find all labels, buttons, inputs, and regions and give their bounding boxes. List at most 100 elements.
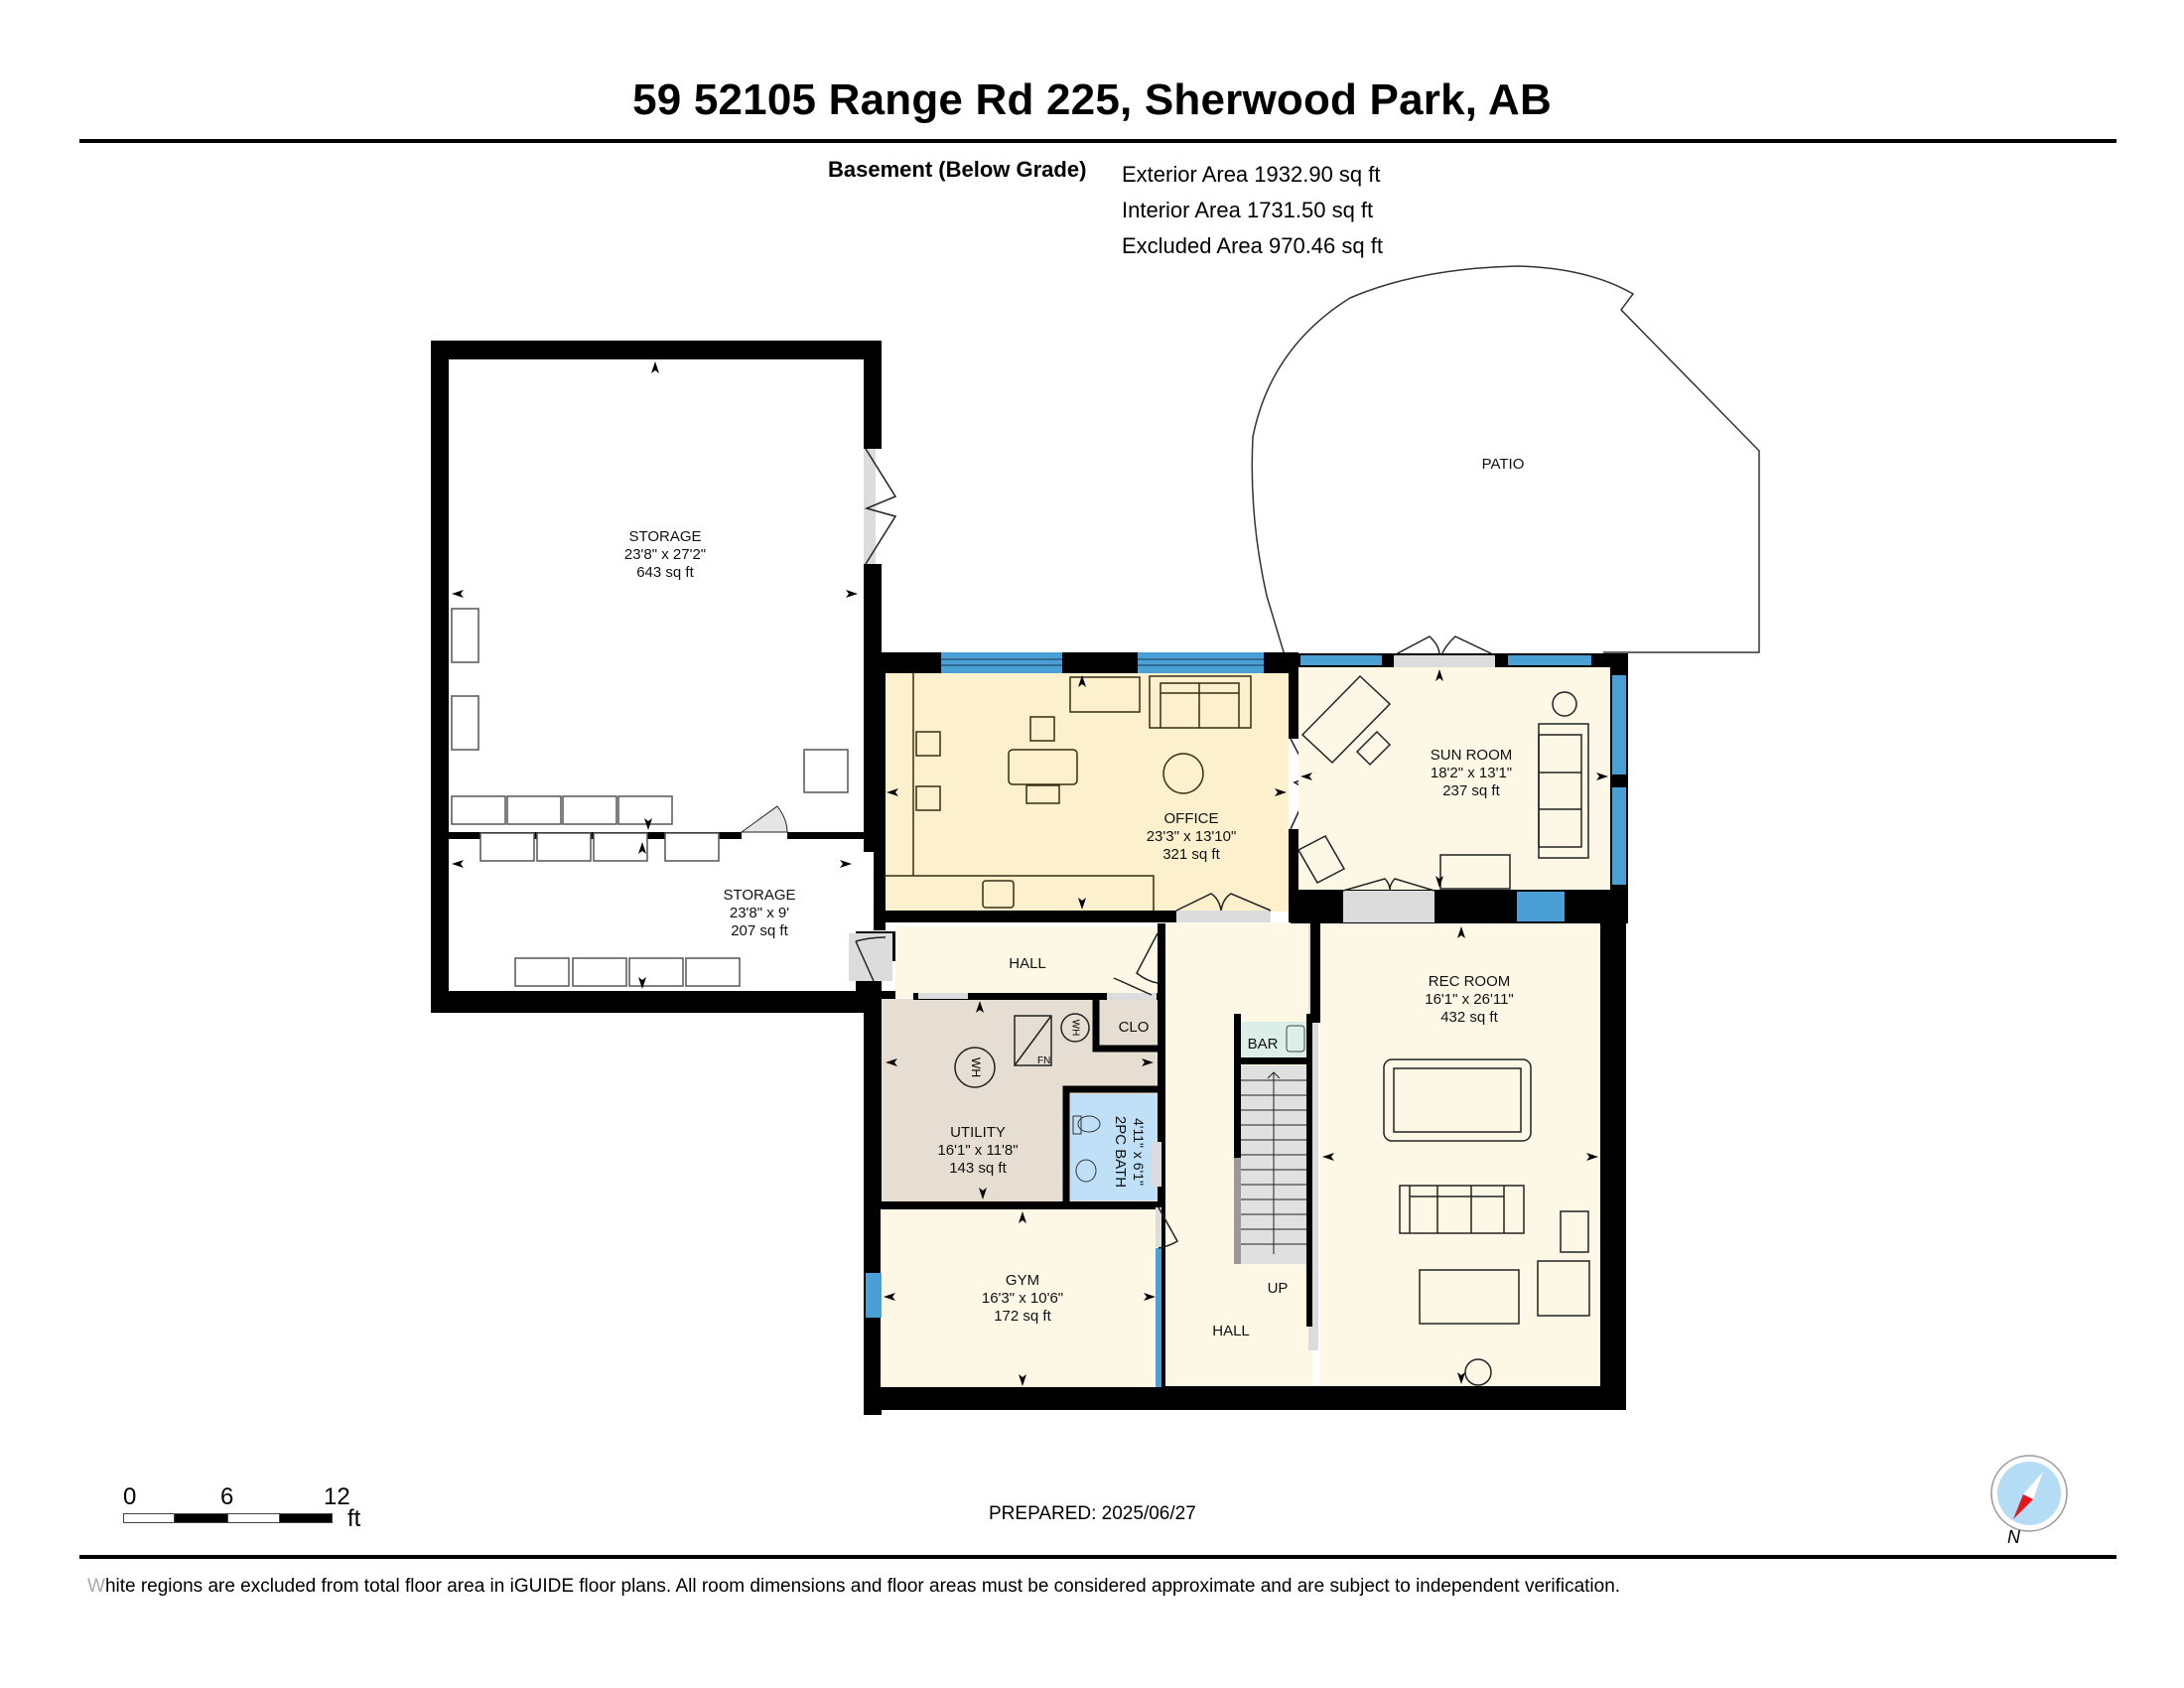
patio-door-swing <box>1393 635 1496 656</box>
gym-door[interactable] <box>1156 1207 1161 1247</box>
storage-main-name: STORAGE <box>628 528 701 545</box>
compass-north-label: N <box>2007 1527 2021 1547</box>
utility-dims: 16'1" x 11'8" <box>937 1142 1018 1159</box>
office-furniture <box>884 673 1252 911</box>
sunroom-window-right-1 <box>1612 675 1626 774</box>
scale-segment-1 <box>123 1513 175 1523</box>
patio-outline <box>1251 265 1760 656</box>
storage-small-area: 207 sq ft <box>731 922 788 939</box>
exterior-area: Exterior Area 1932.90 sq ft <box>1122 162 1381 187</box>
office-window-lines <box>941 658 1264 666</box>
office-hall-door-swing <box>1175 893 1272 912</box>
prepared-date: PREPARED: 2025/06/27 <box>989 1503 1196 1524</box>
rec-room-dims: 16'1" x 26'11" <box>1425 991 1514 1008</box>
utility-name: UTILITY <box>950 1124 1006 1141</box>
stair-wall-right <box>1306 1014 1316 1327</box>
bar-name: BAR <box>1248 1036 1279 1053</box>
storage-small-name: STORAGE <box>723 887 795 904</box>
storage-main-area: 643 sq ft <box>636 564 694 581</box>
sunroom-floor <box>1298 667 1610 891</box>
storage-main-floor <box>449 359 864 833</box>
storage-shelves <box>451 608 849 987</box>
patio-door[interactable] <box>1394 655 1495 667</box>
rec-room-floor <box>1320 923 1600 1386</box>
bar-wall-bottom <box>1234 1057 1313 1064</box>
sunroom-rec-door-swing <box>1342 878 1435 892</box>
office-wall-right-2 <box>1289 829 1298 922</box>
office-floor <box>884 673 1289 912</box>
scale-tick-6: 6 <box>220 1483 234 1510</box>
bar-sink <box>1286 1025 1305 1053</box>
rec-wall-right <box>1600 894 1626 1410</box>
scale-tick-12: 12 <box>324 1483 350 1510</box>
utility-wall-bottom <box>864 1201 1166 1209</box>
hall-upper-floor <box>895 926 1163 998</box>
furnace-label: FN <box>1037 1055 1050 1066</box>
bath-name: 2PC BATH <box>1112 1116 1129 1188</box>
scale-segment-3 <box>227 1513 280 1523</box>
gym-area: 172 sq ft <box>994 1308 1051 1325</box>
scale-unit: ft <box>347 1505 361 1532</box>
gym-floor <box>881 1209 1159 1390</box>
stair-rail <box>1234 1158 1241 1264</box>
bath-door[interactable] <box>1152 1142 1161 1187</box>
stair-treads <box>1241 1071 1306 1254</box>
utility-area: 143 sq ft <box>949 1160 1007 1177</box>
sunroom-window-top-1 <box>1300 655 1382 665</box>
office-window-2 <box>1138 652 1264 673</box>
page-title: 59 52105 Range Rd 225, Sherwood Park, AB <box>632 75 1552 124</box>
sunroom-dims: 18'2" x 13'1" <box>1431 765 1512 781</box>
disclaimer-text: hite regions are excluded from total flo… <box>104 1576 1621 1597</box>
clo-door-swing <box>1113 932 1159 996</box>
bath-fixtures <box>1072 1115 1101 1183</box>
sunroom-window-right-2 <box>1612 787 1626 885</box>
storage-small-dims: 23'8" x 9' <box>730 905 789 921</box>
office-wall-bottom <box>874 911 1191 922</box>
header-divider <box>79 139 2116 143</box>
sunroom-area: 237 sq ft <box>1442 782 1500 799</box>
office-name: OFFICE <box>1164 810 1219 827</box>
footer-divider <box>79 1555 2116 1559</box>
scale-bar: 0 6 12 ft <box>123 1483 381 1543</box>
room-labels: STORAGE 23'8" x 27'2" 643 sq ft STORAGE … <box>624 456 1525 1339</box>
disclaimer-first-letter: W <box>87 1576 105 1597</box>
sunroom-rec-door[interactable] <box>1343 891 1434 922</box>
office-area: 321 sq ft <box>1162 846 1220 863</box>
hall-lower-name: HALL <box>1212 1323 1250 1339</box>
sunroom-wall-bottom <box>1291 890 1628 923</box>
compass-icon: N <box>1990 1455 2068 1547</box>
gym-window-right <box>1156 1248 1161 1387</box>
disclaimer: White regions are excluded from total fl… <box>87 1576 1620 1598</box>
sunroom-name: SUN ROOM <box>1431 747 1513 764</box>
excluded-area: Excluded Area 970.46 sq ft <box>1122 233 1383 258</box>
office-window-1 <box>941 652 1062 673</box>
stairs-up-label: UP <box>1268 1280 1289 1297</box>
rec-room-name: REC ROOM <box>1429 973 1511 990</box>
scale-segment-4 <box>279 1513 333 1523</box>
storage-divider-wall-2 <box>787 832 865 839</box>
storage-divider-door[interactable] <box>740 805 788 833</box>
office-wall-left <box>874 652 886 930</box>
rec-window-top <box>1517 892 1565 921</box>
clo-floor <box>1100 1000 1157 1045</box>
scale-segment-2 <box>174 1513 228 1523</box>
sunroom-furniture <box>1297 674 1589 890</box>
rec-wall-left <box>1310 923 1320 1023</box>
utility-wall-top <box>913 993 1161 1000</box>
sunroom-window-top-2 <box>1508 655 1591 665</box>
water-heater-label-1: WH <box>969 1057 983 1077</box>
bath-dims: 4'11" x 6'1" <box>1131 1118 1147 1186</box>
floor-label: Basement (Below Grade) <box>828 157 1087 182</box>
clo-name: CLO <box>1119 1019 1150 1036</box>
storage-door-swing <box>864 448 897 565</box>
clo-walls <box>1092 1000 1163 1053</box>
clo-door[interactable] <box>1107 993 1157 1000</box>
patio-name: PATIO <box>1482 456 1525 473</box>
rec-furniture <box>1383 1058 1590 1386</box>
utility-top-door-gap[interactable] <box>918 993 968 999</box>
office-hall-door[interactable] <box>1176 911 1271 922</box>
rec-wall-left-gap <box>1312 1023 1318 1350</box>
office-dims: 23'3" x 13'10" <box>1147 828 1237 845</box>
gym-name: GYM <box>1006 1272 1039 1289</box>
